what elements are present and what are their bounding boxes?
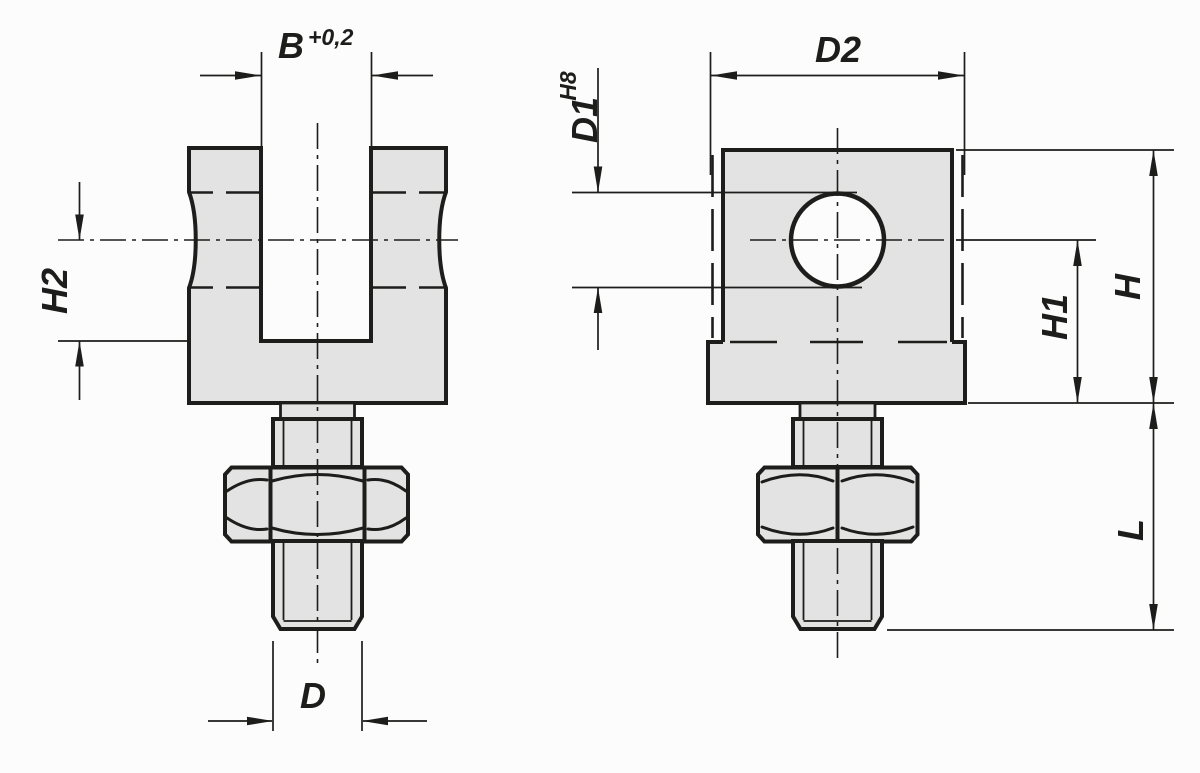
dim-label-D1: D1 bbox=[564, 97, 605, 143]
dim-stud-length: L bbox=[887, 402, 1174, 631]
dim-body-diameter: D2 bbox=[709, 29, 966, 175]
dim-bore-diameter: D1 H8 bbox=[555, 68, 862, 350]
dim-label-H2: H2 bbox=[34, 268, 75, 314]
side-thread-root-lines-lower bbox=[802, 543, 873, 622]
side-flange-fill bbox=[708, 342, 965, 403]
side-hidden-walls bbox=[711, 155, 964, 338]
dim-tolerance-D1: H8 bbox=[555, 71, 581, 101]
front-nut-face-edges bbox=[268, 469, 367, 540]
side-stud-thread-lower bbox=[791, 539, 884, 631]
dim-stud-thread: D bbox=[208, 641, 427, 731]
side-nut-chamfer-arcs bbox=[760, 473, 915, 536]
dim-label-H: H bbox=[1107, 273, 1148, 300]
dim-slot-depth: H2 bbox=[34, 182, 187, 400]
side-thread-root-lines-upper bbox=[802, 421, 873, 466]
front-hidden-bore-lines bbox=[189, 191, 446, 289]
dim-label-L: L bbox=[1110, 519, 1151, 541]
dim-center-height: H1 bbox=[956, 239, 1096, 403]
side-view bbox=[706, 148, 967, 631]
dim-label-D2: D2 bbox=[815, 29, 861, 70]
dim-label-B: B bbox=[278, 25, 304, 66]
dim-body-height: H bbox=[956, 149, 1174, 403]
front-thread-root-lines-upper bbox=[282, 421, 353, 466]
centerlines bbox=[58, 123, 952, 667]
dim-tolerance-B: +0,2 bbox=[308, 24, 354, 50]
dim-label-D: D bbox=[300, 675, 326, 716]
dim-label-H1: H1 bbox=[1034, 294, 1075, 340]
dim-slot-width: B +0,2 bbox=[200, 24, 433, 146]
